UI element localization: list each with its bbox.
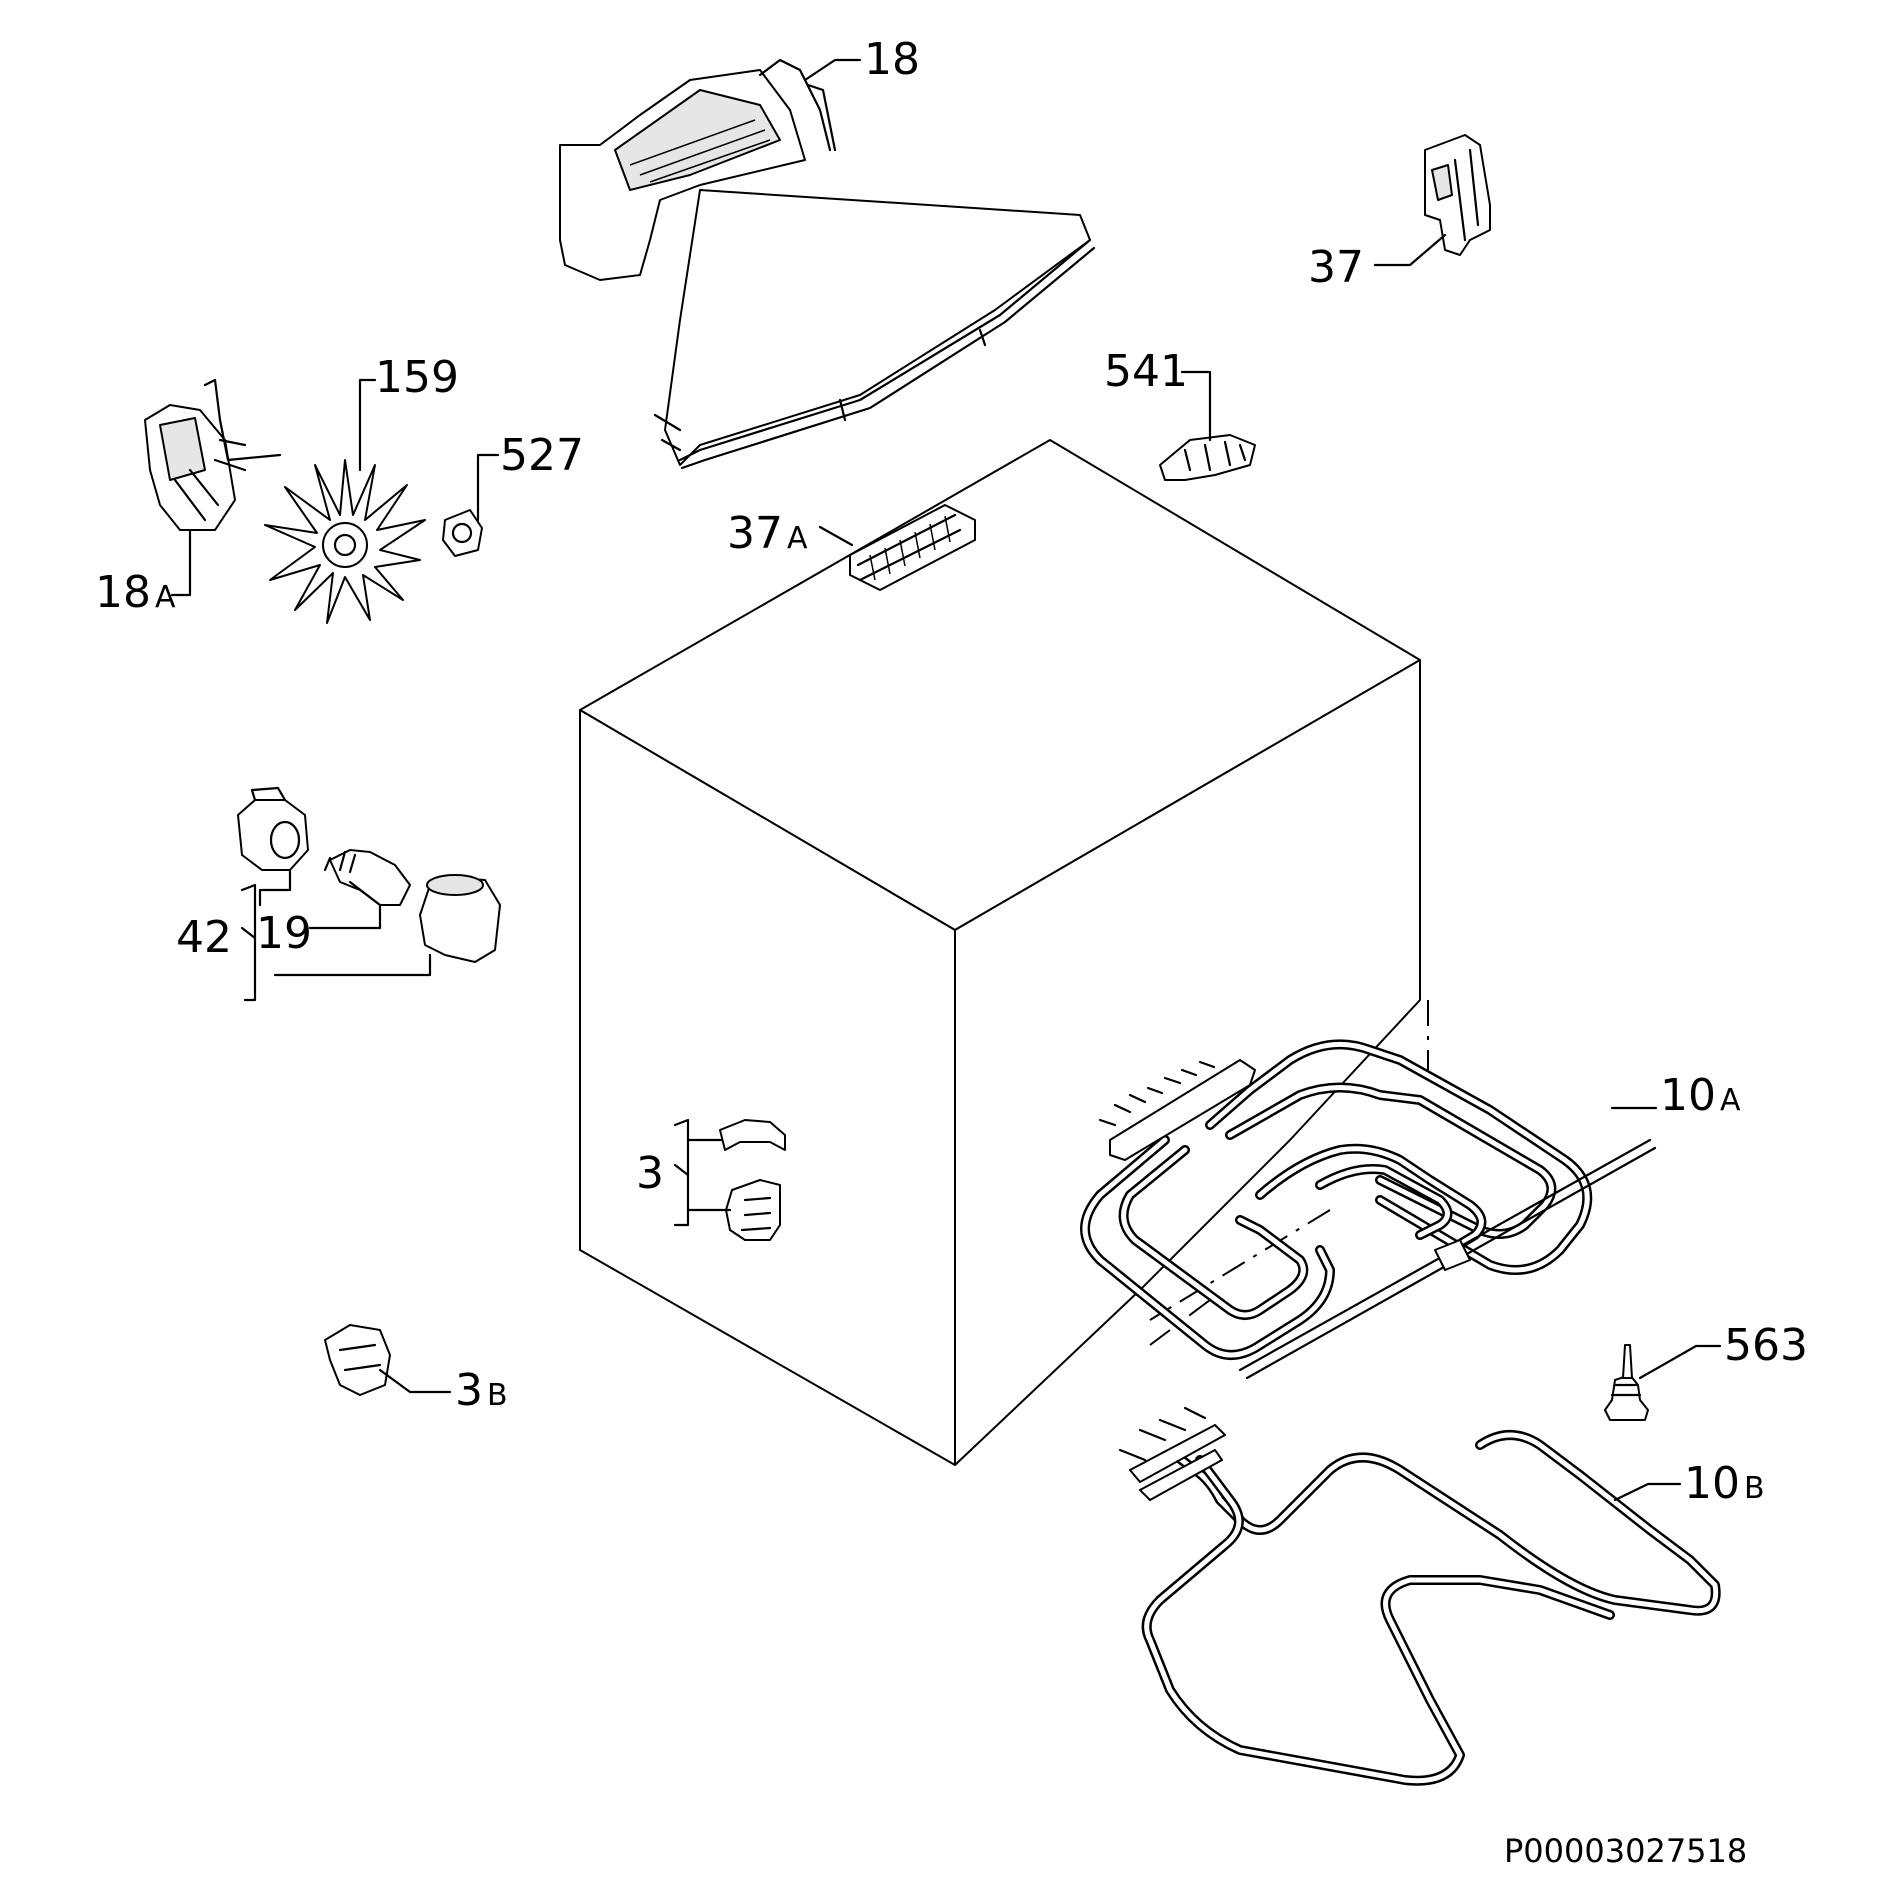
callout-3: 3 bbox=[636, 1148, 664, 1199]
part-10a-grill-element bbox=[1080, 1039, 1657, 1380]
part-37a-terminal-block bbox=[849, 504, 976, 591]
leader-lines bbox=[170, 58, 1722, 1502]
oven-cavity-box bbox=[579, 439, 1429, 1466]
part-19-lamp-bulb bbox=[323, 849, 411, 906]
callout-18: 18 bbox=[864, 34, 920, 85]
callout-159: 159 bbox=[375, 352, 459, 403]
part-3-door-catch bbox=[719, 1119, 786, 1241]
part-18-fan-housing bbox=[559, 58, 1096, 470]
callout-541: 541 bbox=[1104, 346, 1188, 397]
part-3b-connector bbox=[324, 1324, 391, 1396]
part-10b-bottom-element bbox=[1118, 1406, 1721, 1786]
part-527-nut bbox=[442, 509, 483, 557]
callout-19: 19 bbox=[256, 908, 312, 959]
part-18a-fan-motor bbox=[144, 378, 282, 531]
callout-563: 563 bbox=[1724, 1320, 1808, 1371]
callout-527: 527 bbox=[500, 430, 584, 481]
part-563-probe bbox=[1604, 1344, 1649, 1421]
part-42-lamp-holder bbox=[237, 786, 309, 871]
callout-37: 37 bbox=[1308, 242, 1364, 293]
callout-42: 42 bbox=[176, 912, 232, 963]
part-541-switch bbox=[1159, 434, 1256, 481]
part-159-fan-wheel bbox=[264, 459, 426, 624]
part-37-clip bbox=[1424, 134, 1491, 256]
document-id: P00003027518 bbox=[1504, 1832, 1747, 1870]
part-42-lamp-cover bbox=[419, 874, 501, 963]
